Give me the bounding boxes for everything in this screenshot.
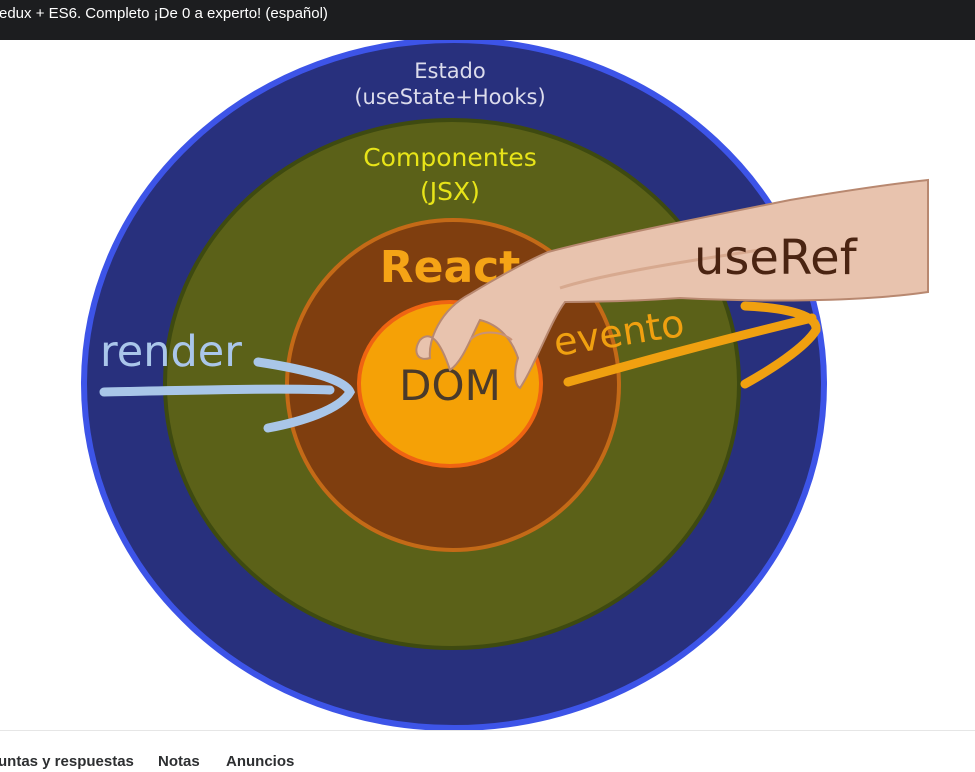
- tab-questions-answers[interactable]: untas y respuestas: [0, 753, 134, 770]
- course-tabs: untas y respuestas Notas Anuncios: [0, 730, 975, 772]
- tab-notes[interactable]: Notas: [158, 753, 200, 770]
- tab-announcements[interactable]: Anuncios: [226, 753, 295, 770]
- componentes-sublabel: (JSX): [420, 177, 480, 206]
- useref-label: useRef: [694, 230, 858, 286]
- react-layers-diagram: Estado (useState+Hooks) Componentes (JSX…: [81, 40, 929, 730]
- evento-arrow: [563, 301, 821, 389]
- estado-label: Estado: [414, 59, 486, 83]
- course-title-bar: edux + ES6. Completo ¡De 0 a experto! (e…: [0, 0, 975, 40]
- course-title: edux + ES6. Completo ¡De 0 a experto! (e…: [0, 5, 328, 22]
- video-player[interactable]: Estado (useState+Hooks) Componentes (JSX…: [0, 40, 975, 730]
- componentes-label: Componentes: [363, 143, 537, 172]
- dom-core: [357, 300, 543, 468]
- render-label: render: [100, 327, 242, 377]
- estado-sublabel: (useState+Hooks): [354, 85, 545, 109]
- hand-overlay-image: [415, 178, 929, 390]
- render-arrow: [99, 357, 355, 433]
